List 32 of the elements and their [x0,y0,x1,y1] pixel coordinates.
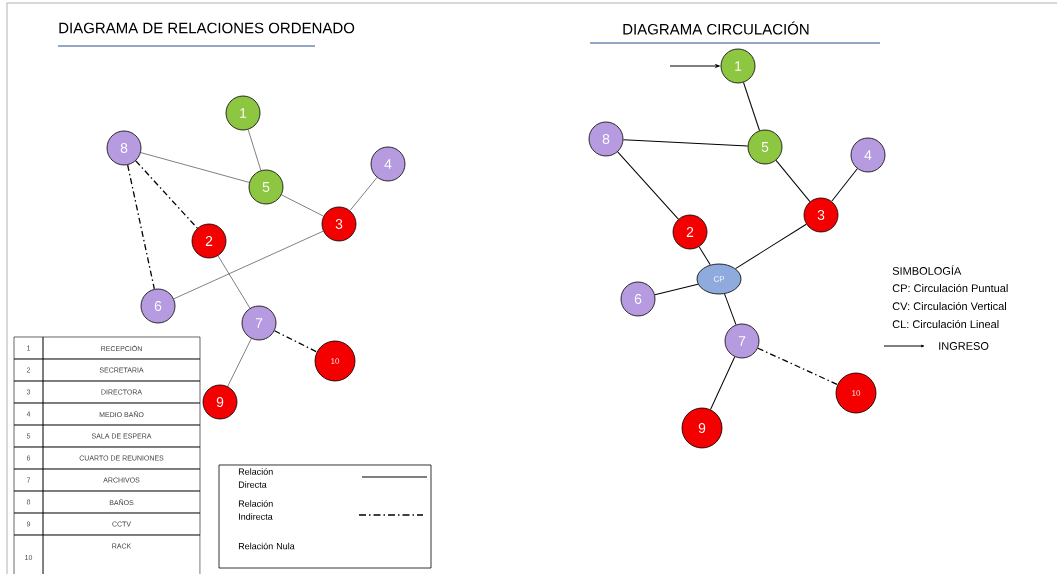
connector [710,356,736,410]
connector [698,246,711,266]
connector [127,164,155,290]
symbol-text: CV: Circulación Vertical [892,301,1006,311]
connector [622,139,749,147]
connector [669,64,720,68]
connector [735,223,807,270]
connector [140,152,250,183]
heading: DIAGRAMA CIRCULACIÓN [623,21,809,35]
connector [227,338,252,387]
connector [831,168,858,202]
connector [135,160,198,229]
symbol-text: SIMBOLOGÍA [892,265,962,275]
connector [273,330,318,353]
connector [349,177,378,211]
heading: DIAGRAMA DE RELACIONES ORDENADO [59,22,355,34]
legend-text: Relación Nula [238,542,295,550]
symbol-text: CL: Circulación Lineal [892,319,999,329]
legend-text: Relación Directa [238,468,273,488]
connector [743,82,760,131]
legend-text: Relación Indirecta [238,500,273,520]
connector [724,293,737,326]
connector [173,230,324,300]
connector [617,151,679,220]
connector [775,159,811,203]
symbol-text: CP: Circulación Puntual [892,283,1008,293]
connector [281,194,324,217]
connector [217,255,251,309]
connector [247,129,262,171]
connector [654,283,699,296]
connector [757,347,839,386]
legend-text: INGRESO [939,342,989,350]
